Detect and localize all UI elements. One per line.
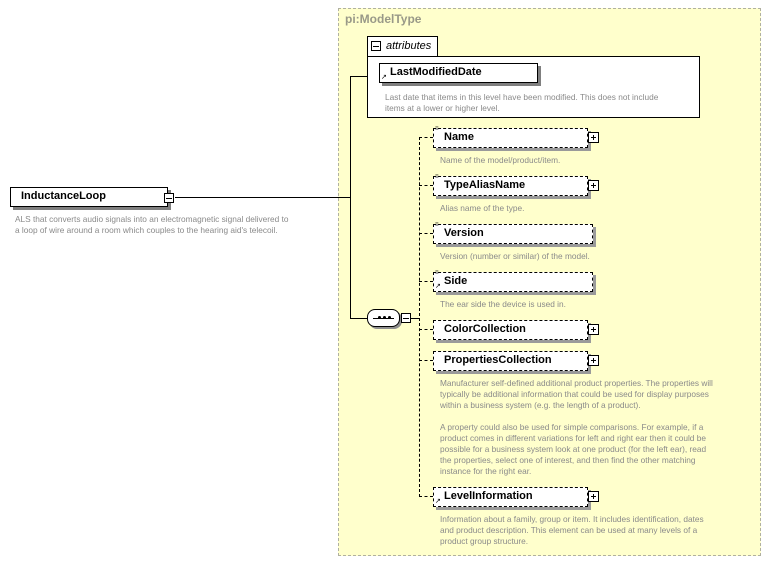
reference-arrow-icon: ↗ bbox=[435, 283, 441, 290]
children-connector bbox=[419, 137, 433, 138]
children-connector bbox=[419, 137, 420, 497]
element-label: PropertiesCollection bbox=[444, 354, 552, 366]
children-connector bbox=[419, 496, 433, 497]
model-type-title: pi:ModelType bbox=[345, 12, 422, 26]
connector-line bbox=[350, 76, 351, 319]
attribute-last-modified-date[interactable]: LastModifiedDate bbox=[379, 63, 538, 83]
element-label: ColorCollection bbox=[444, 323, 526, 335]
element-name[interactable]: Name bbox=[433, 128, 588, 148]
root-element-inductance-loop[interactable]: InductanceLoop bbox=[10, 187, 168, 207]
expand-icon[interactable] bbox=[588, 355, 599, 366]
element-level-information[interactable]: LevelInformation bbox=[433, 487, 588, 507]
element-description: Name of the model/product/item. bbox=[440, 155, 561, 165]
root-element-name: InductanceLoop bbox=[21, 190, 106, 202]
element-side[interactable]: Side bbox=[433, 272, 593, 292]
connector-line bbox=[350, 318, 367, 319]
element-color-collection[interactable]: ColorCollection bbox=[433, 320, 588, 340]
element-properties-collection[interactable]: PropertiesCollection bbox=[433, 351, 588, 371]
element-description: Alias name of the type. bbox=[440, 203, 525, 213]
element-label: Version bbox=[444, 227, 484, 239]
attribute-marker-icon: ≡ bbox=[435, 222, 438, 228]
children-connector bbox=[419, 281, 433, 282]
element-description: Manufacturer self-defined additional pro… bbox=[440, 378, 713, 476]
expand-icon[interactable] bbox=[588, 132, 599, 143]
sequence-collapse-icon[interactable] bbox=[401, 313, 411, 323]
children-connector bbox=[419, 233, 433, 234]
element-type-alias-name[interactable]: TypeAliasName bbox=[433, 176, 588, 196]
attribute-marker-icon: ≡ bbox=[435, 270, 438, 276]
attribute-description: Last date that items in this level have … bbox=[385, 92, 659, 113]
element-description: Information about a family, group or ite… bbox=[440, 514, 704, 546]
reference-arrow-icon: ↗ bbox=[381, 74, 387, 81]
element-version[interactable]: Version bbox=[433, 224, 593, 244]
element-label: Name bbox=[444, 131, 474, 143]
element-description: Version (number or similar) of the model… bbox=[440, 251, 590, 261]
attribute-name: LastModifiedDate bbox=[390, 66, 482, 78]
root-description: ALS that converts audio signals into an … bbox=[15, 214, 289, 235]
attributes-collapse-icon[interactable] bbox=[371, 41, 381, 51]
attribute-marker-icon: ≡ bbox=[435, 174, 438, 180]
children-connector bbox=[419, 329, 433, 330]
element-description: The ear side the device is used in. bbox=[440, 299, 566, 309]
element-label: LevelInformation bbox=[444, 490, 533, 502]
children-connector bbox=[419, 185, 433, 186]
element-label: Side bbox=[444, 275, 468, 287]
element-label: TypeAliasName bbox=[444, 179, 526, 191]
expand-icon[interactable] bbox=[588, 491, 599, 502]
connector-line bbox=[175, 197, 350, 198]
reference-arrow-icon: ↗ bbox=[435, 498, 441, 505]
children-connector bbox=[419, 360, 433, 361]
root-collapse-icon[interactable] bbox=[164, 193, 174, 203]
attributes-label: attributes bbox=[386, 40, 432, 52]
sequence-compositor-icon bbox=[367, 309, 400, 327]
attributes-tab bbox=[367, 36, 438, 57]
expand-icon[interactable] bbox=[588, 180, 599, 191]
expand-icon[interactable] bbox=[588, 324, 599, 335]
connector-line bbox=[411, 318, 419, 319]
connector-line bbox=[350, 76, 367, 77]
attribute-marker-icon: ≡ bbox=[435, 126, 438, 132]
